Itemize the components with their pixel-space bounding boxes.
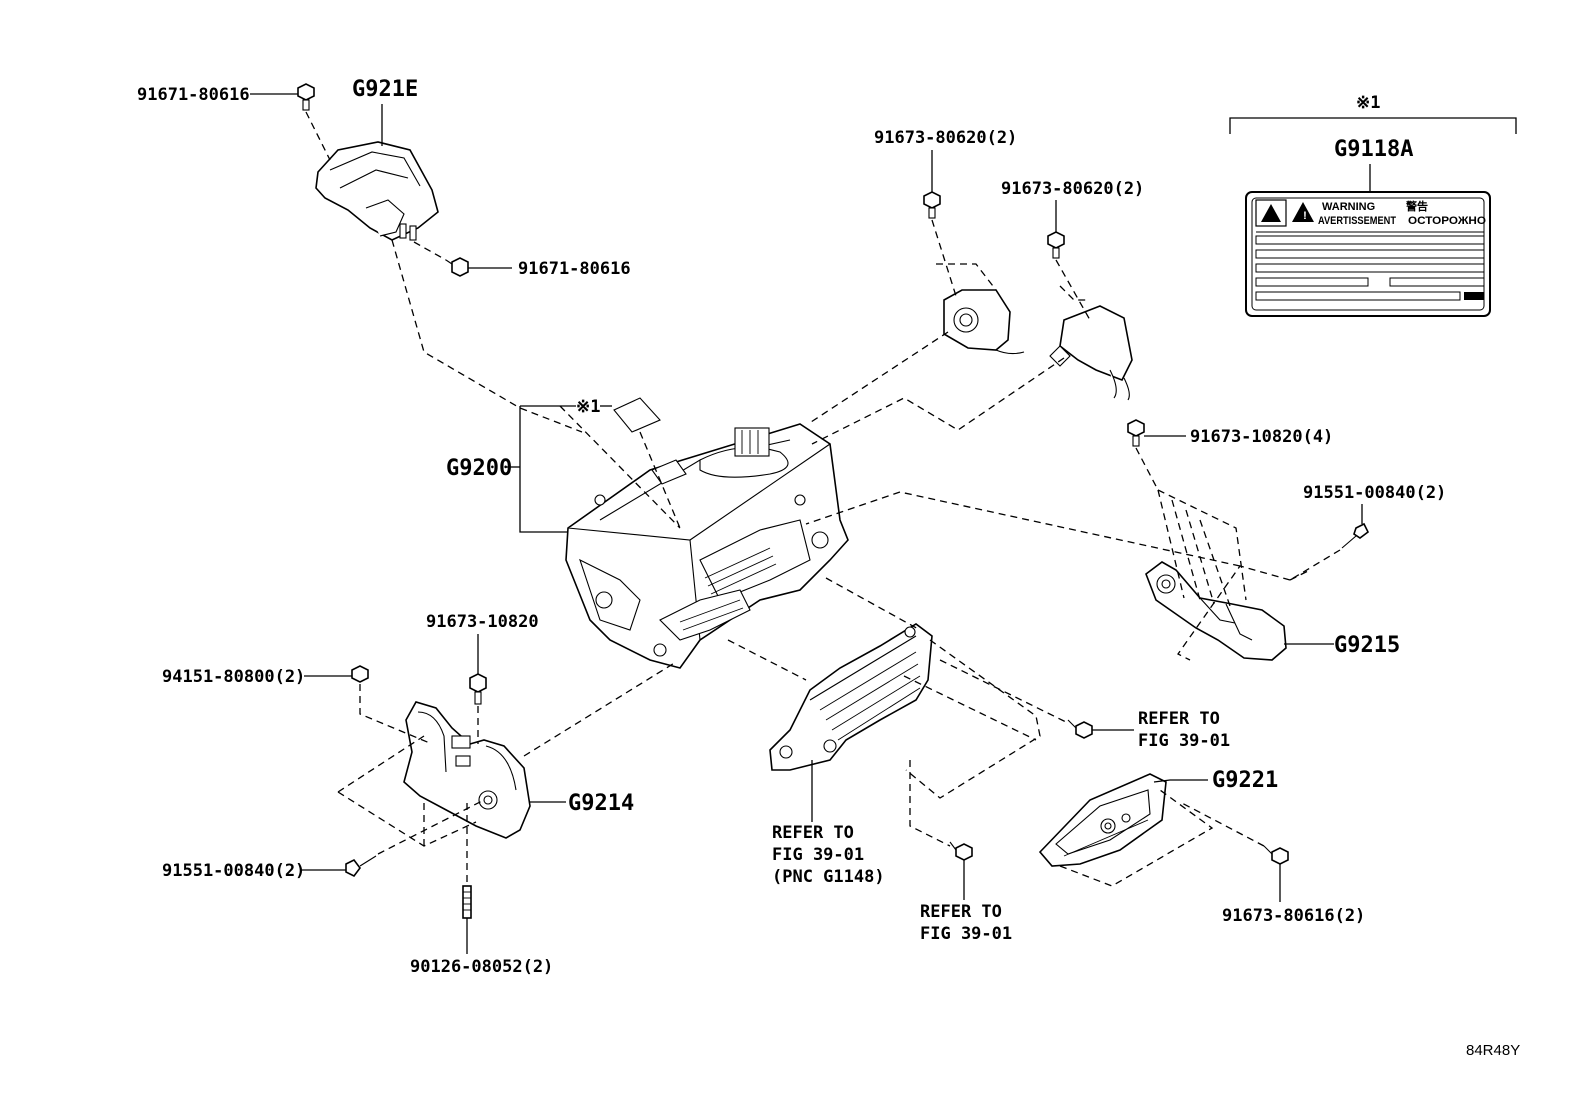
label-94151-80800: 94151-80800(2) bbox=[162, 667, 305, 687]
bracket-g9214 bbox=[403, 701, 531, 839]
refer-bottom-line2: FIG 39-01 bbox=[920, 924, 1012, 944]
russian-warning-text: ОСТОРОЖНО bbox=[1408, 215, 1486, 227]
stud-90126-08052 bbox=[462, 885, 472, 919]
bolt-91671-80616-top bbox=[297, 83, 315, 111]
kanji-warning-text: 警告 bbox=[1405, 199, 1428, 213]
warning-label-g9118a: ! bbox=[1245, 191, 1491, 317]
center-bracket-g1148 bbox=[769, 623, 933, 771]
bolt-91673-10820 bbox=[469, 673, 487, 705]
refer-right-line2: FIG 39-01 bbox=[1138, 731, 1230, 751]
label-position-kome1 bbox=[613, 397, 661, 433]
label-g9214: G9214 bbox=[568, 791, 634, 816]
bolt-91673-10820-4 bbox=[1127, 419, 1145, 447]
refer-right-line1: REFER TO bbox=[1138, 709, 1220, 729]
bolt-refer-bottom bbox=[949, 841, 973, 861]
refer-center-line2: FIG 39-01 bbox=[772, 845, 864, 865]
label-g9118a: G9118A bbox=[1334, 137, 1413, 162]
label-91671-80616-mid: 91671-80616 bbox=[518, 259, 631, 279]
bolt-91673-80616 bbox=[1263, 845, 1289, 865]
label-g9200: G9200 bbox=[446, 456, 512, 481]
resolver-sensor-left bbox=[943, 289, 1025, 355]
nut-94151-80800 bbox=[351, 665, 369, 683]
refer-center-line1: REFER TO bbox=[772, 823, 854, 843]
label-91551-00840-right: 91551-00840(2) bbox=[1303, 483, 1446, 503]
refer-center-line3: (PNC G1148) bbox=[772, 867, 885, 887]
resolver-sensor-right bbox=[1049, 305, 1133, 401]
label-91551-00840-left: 91551-00840(2) bbox=[162, 861, 305, 881]
bracket-g9215 bbox=[1145, 561, 1287, 661]
label-91673-10820: 91673-10820 bbox=[426, 612, 539, 632]
label-kome1-inline: ※1 bbox=[576, 397, 600, 417]
cover-g921e bbox=[315, 141, 439, 241]
label-g921e: G921E bbox=[352, 77, 418, 102]
label-91671-80616-top: 91671-80616 bbox=[137, 85, 250, 105]
warning-text: WARNING bbox=[1322, 201, 1375, 213]
label-90126-08052: 90126-08052(2) bbox=[410, 957, 553, 977]
bolt-refer-right bbox=[1067, 719, 1093, 739]
label-g9215: G9215 bbox=[1334, 633, 1400, 658]
avertissement-text: AVERTISSEMENT bbox=[1318, 215, 1396, 227]
label-91673-10820-4: 91673-10820(4) bbox=[1190, 427, 1333, 447]
refer-bottom-line1: REFER TO bbox=[920, 902, 1002, 922]
label-91673-80616: 91673-80616(2) bbox=[1222, 906, 1365, 926]
label-91673-80620-a: 91673-80620(2) bbox=[874, 128, 1017, 148]
bolt-91673-80620-a bbox=[923, 191, 941, 219]
svg-text:!: ! bbox=[1303, 210, 1307, 222]
label-g9221: G9221 bbox=[1212, 768, 1278, 793]
illustration-code: 84R48Y bbox=[1466, 1042, 1520, 1059]
bolt-91673-80620-b bbox=[1047, 231, 1065, 259]
label-91673-80620-b: 91673-80620(2) bbox=[1001, 179, 1144, 199]
inverter-assembly-g9200 bbox=[565, 423, 849, 669]
bolt-91551-00840-left bbox=[345, 855, 377, 878]
bolt-91551-00840-right bbox=[1341, 522, 1370, 549]
cover-g9221 bbox=[1038, 773, 1167, 867]
label-kome1-top: ※1 bbox=[1356, 93, 1380, 113]
bolt-91671-80616-mid bbox=[445, 257, 469, 277]
